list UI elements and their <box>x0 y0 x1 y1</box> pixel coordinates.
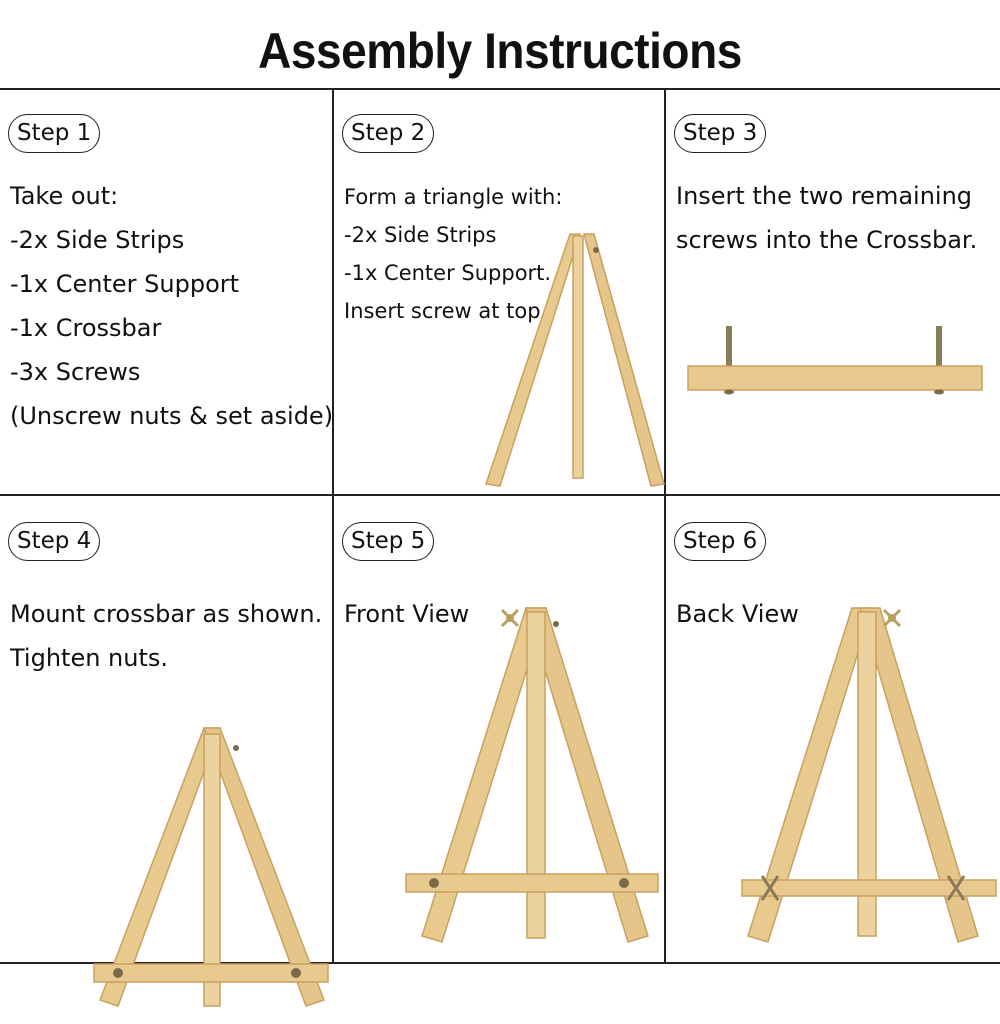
step-line: Form a triangle with: <box>344 185 563 209</box>
step-2-badge: Step 2 <box>342 114 435 153</box>
step-6-text: Back View <box>676 592 799 636</box>
step-line: Back View <box>676 600 799 628</box>
divider <box>0 494 1000 496</box>
step-1-text: Take out: -2x Side Strips -1x Center Sup… <box>10 174 333 438</box>
step-line: Tighten nuts. <box>10 644 169 672</box>
crossbar-illustration <box>687 326 983 395</box>
step-line: Insert screw at top. <box>344 299 548 323</box>
divider <box>0 962 1000 964</box>
divider <box>0 88 1000 90</box>
step-5-panel: Step 5 Front View <box>334 496 664 962</box>
step-3-panel: Step 3 Insert the two remaining screws i… <box>666 88 1000 494</box>
back-view-illustration <box>741 607 997 943</box>
easel-mounted-illustration <box>93 727 329 1007</box>
loose-strips-illustration <box>485 233 665 487</box>
step-line: (Unscrew nuts & set aside) <box>10 402 334 430</box>
step-line: -3x Screws <box>10 358 141 386</box>
step-3-text: Insert the two remaining screws into the… <box>676 174 977 262</box>
step-6-panel: Step 6 Back View <box>666 496 1000 962</box>
step-4-badge: Step 4 <box>8 522 101 561</box>
step-line: -1x Center Support. <box>344 261 552 285</box>
step-line: -2x Side Strips <box>10 226 185 254</box>
divider <box>332 88 334 964</box>
step-3-badge: Step 3 <box>674 114 767 153</box>
step-line: -1x Center Support <box>10 270 240 298</box>
divider <box>664 88 666 964</box>
step-line: Mount crossbar as shown. <box>10 600 323 628</box>
step-2-panel: Step 2 Form a triangle with: -2x Side St… <box>334 88 665 494</box>
step-5-text: Front View <box>344 592 469 636</box>
step-line: Front View <box>344 600 470 628</box>
instruction-grid: Step 1 Take out: -2x Side Strips -1x Cen… <box>0 88 1000 1007</box>
step-line: -1x Crossbar <box>10 314 162 342</box>
front-view-illustration <box>405 607 659 943</box>
step-5-badge: Step 5 <box>342 522 435 561</box>
step-4-panel: Step 4 Mount crossbar as shown. Tighten … <box>0 496 332 1007</box>
step-2-text: Form a triangle with: -2x Side Strips -1… <box>344 178 562 330</box>
step-6-badge: Step 6 <box>674 522 767 561</box>
step-4-text: Mount crossbar as shown. Tighten nuts. <box>10 592 322 680</box>
step-line: -2x Side Strips <box>344 223 497 247</box>
step-1-badge: Step 1 <box>8 114 101 153</box>
page-title: Assembly Instructions <box>258 23 742 79</box>
step-line: Take out: <box>10 182 119 210</box>
step-line: Insert the two remaining <box>676 182 973 210</box>
step-1-panel: Step 1 Take out: -2x Side Strips -1x Cen… <box>0 88 333 494</box>
step-line: screws into the Crossbar. <box>676 226 978 254</box>
